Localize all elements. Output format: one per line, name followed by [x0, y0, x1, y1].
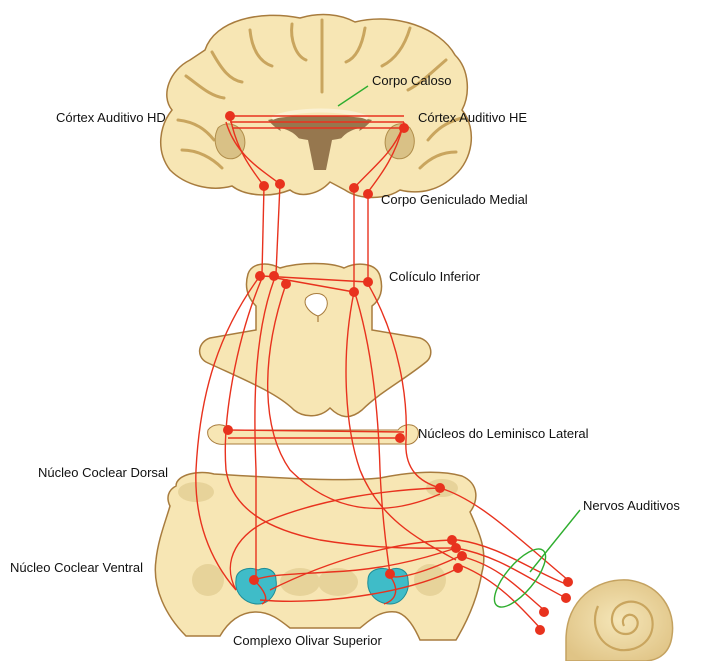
nucleus-ic-right-1 — [349, 287, 359, 297]
label-cortex-hd: Córtex Auditivo HD — [56, 111, 166, 125]
leader-nervos — [530, 510, 580, 572]
midbrain-section — [200, 264, 431, 417]
midbrain-outline — [200, 264, 431, 417]
nucleus-ic-left-1 — [255, 271, 265, 281]
nucleus-cochlea-1 — [563, 577, 573, 587]
brain-outline — [161, 15, 472, 198]
nucleus-mgb-right-2 — [363, 189, 373, 199]
label-cortex-he: Córtex Auditivo HE — [418, 111, 527, 125]
cochlea — [566, 580, 673, 661]
label-coclear-ventral: Núcleo Coclear Ventral — [10, 561, 143, 575]
nerve-bundle-ring — [486, 541, 554, 614]
label-geniculado: Corpo Geniculado Medial — [381, 193, 528, 207]
label-coliculo: Colículo Inferior — [389, 270, 480, 284]
brainstem-lower-section — [155, 472, 484, 640]
label-corpo-caloso: Corpo Caloso — [372, 74, 452, 88]
label-nervos: Nervos Auditivos — [583, 499, 680, 513]
nucleus-cochlea-2 — [561, 593, 571, 603]
nucleus-olive-left — [249, 575, 259, 585]
label-coclear-dorsal: Núcleo Coclear Dorsal — [38, 466, 168, 480]
brain-grey-matter-left — [215, 124, 245, 159]
nucleus-ic-left-3 — [281, 279, 291, 289]
label-olivar: Complexo Olivar Superior — [233, 634, 382, 648]
brain-coronal-section — [161, 15, 472, 198]
nucleus-cochlea-3 — [539, 607, 549, 617]
nucleus-vcn-4 — [447, 535, 457, 545]
nucleus-cochlea-4 — [535, 625, 545, 635]
nucleus-mgb-left-2 — [275, 179, 285, 189]
nucleus-vcn-3 — [453, 563, 463, 573]
nucleus-ll-right — [395, 433, 405, 443]
label-leminisco: Núcleos do Leminisco Lateral — [418, 427, 589, 441]
nucleus-mgb-left-1 — [259, 181, 269, 191]
nucleus-vcn-2 — [457, 551, 467, 561]
nucleus-olive-right — [385, 569, 395, 579]
nucleus-cortex-left — [225, 111, 235, 121]
nucleus-cortex-right — [399, 123, 409, 133]
nucleus-ic-left-2 — [269, 271, 279, 281]
nucleus-dcn — [435, 483, 445, 493]
nucleus-ll-left — [223, 425, 233, 435]
nucleus-mgb-right-1 — [349, 183, 359, 193]
lateral-lemniscus-band — [208, 425, 419, 445]
nucleus-ic-right-2 — [363, 277, 373, 287]
